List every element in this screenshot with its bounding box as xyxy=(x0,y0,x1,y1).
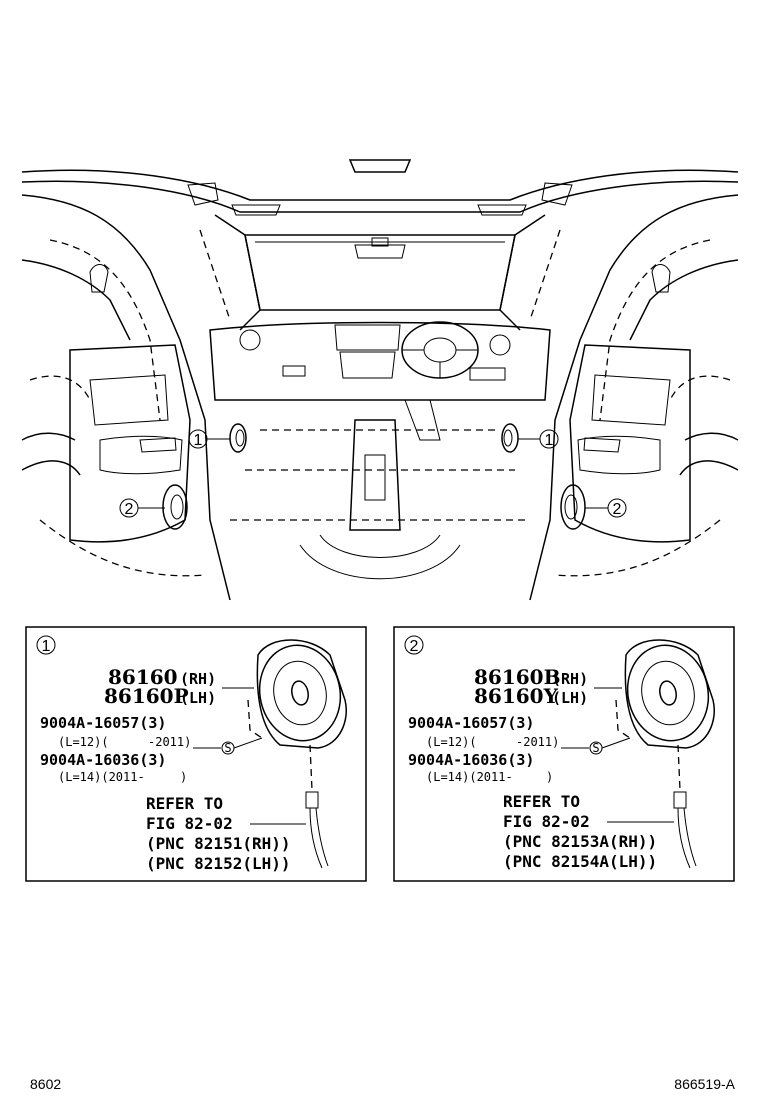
detail-panel-1: 1 86160 (RH) 86160P (LH) 9004A-16057(3) … xyxy=(25,626,367,882)
screw-symbol: S xyxy=(224,741,231,755)
speaker-2-drawing xyxy=(615,639,715,869)
part-number-86160: 86160 xyxy=(108,665,178,689)
part-side-lh: (LH) xyxy=(180,689,216,707)
screw-note-l12-right: -2011) xyxy=(516,735,559,749)
refer-line-1: REFER TO xyxy=(146,794,223,813)
part-number-86160p: 86160P xyxy=(104,684,189,708)
part-side-rh: (RH) xyxy=(180,670,216,688)
callout-1-right-label: 1 xyxy=(545,432,554,449)
callout-2-left: 2 xyxy=(119,498,165,518)
screw-number-16057: 9004A-16057(3) xyxy=(408,714,534,732)
screw-note-l12-right: -2011) xyxy=(148,735,191,749)
footer-illustration-id: 866519-A xyxy=(674,1076,735,1092)
screw-note-l12-left: (L=12)( xyxy=(58,735,109,749)
screw-note-l14-right: ) xyxy=(180,770,187,784)
screw-symbol: S xyxy=(592,741,599,755)
refer-line-3: (PNC 82151(RH)) xyxy=(146,834,291,853)
detail-panel-2: 2 86160B (RH) 86160Y (LH) 9004A-16057(3)… xyxy=(393,626,735,882)
refer-line-1: REFER TO xyxy=(503,792,580,811)
refer-line-2: FIG 82-02 xyxy=(503,812,590,831)
footer-figure-number: 8602 xyxy=(30,1076,61,1092)
refer-line-2: FIG 82-02 xyxy=(146,814,233,833)
refer-line-4: (PNC 82154A(LH)) xyxy=(503,852,657,871)
panel-1-badge: 1 xyxy=(42,638,51,655)
screw-note-l14-left: (L=14)(2011- xyxy=(426,770,513,784)
part-number-86160y: 86160Y xyxy=(474,684,559,708)
screw-number-16036: 9004A-16036(3) xyxy=(40,751,166,769)
screw-note-l14-left: (L=14)(2011- xyxy=(58,770,145,784)
screw-note-l14-right: ) xyxy=(546,770,553,784)
part-side-lh: (LH) xyxy=(552,689,588,707)
callout-2-left-label: 2 xyxy=(125,501,134,518)
screw-number-16036: 9004A-16036(3) xyxy=(408,751,534,769)
callout-2-right: 2 xyxy=(585,498,627,518)
callout-1-left-label: 1 xyxy=(194,432,203,449)
callout-2-right-label: 2 xyxy=(613,501,622,518)
refer-line-4: (PNC 82152(LH)) xyxy=(146,854,291,873)
panel-2-badge: 2 xyxy=(410,638,419,655)
callout-1-right: 1 xyxy=(518,429,559,449)
vehicle-interior-illustration xyxy=(21,159,739,601)
screw-number-16057: 9004A-16057(3) xyxy=(40,714,166,732)
refer-line-3: (PNC 82153A(RH)) xyxy=(503,832,657,851)
callout-1-left: 1 xyxy=(188,429,230,449)
part-number-86160b: 86160B xyxy=(474,665,560,689)
screw-note-l12-left: (L=12)( xyxy=(426,735,477,749)
speaker-1-drawing xyxy=(247,639,347,869)
part-side-rh: (RH) xyxy=(552,670,588,688)
